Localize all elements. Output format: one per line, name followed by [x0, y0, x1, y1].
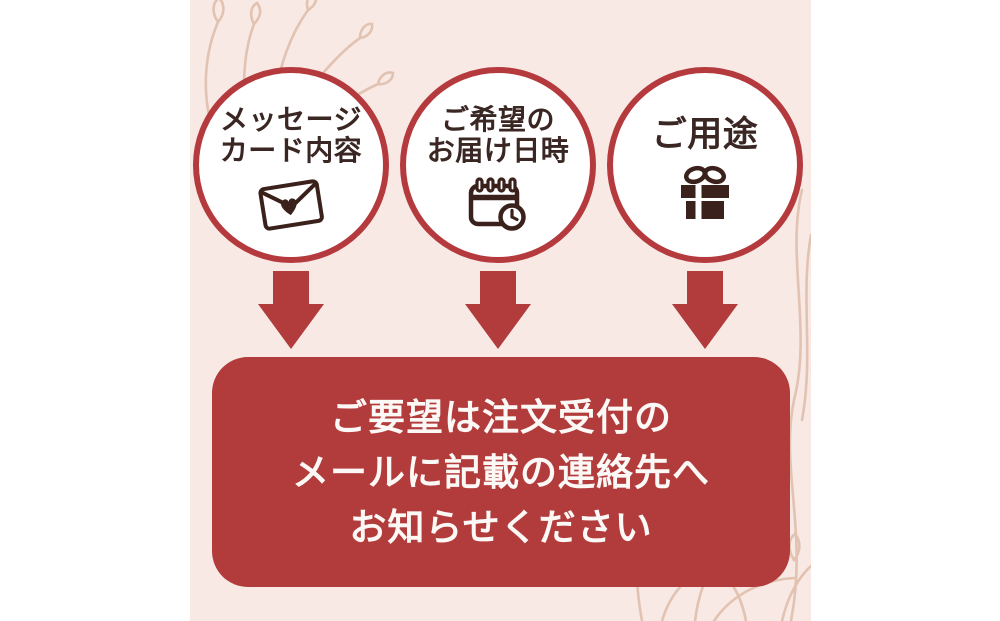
step-label: ご用途 — [652, 116, 759, 154]
notice-line: メールに記載の連絡先へ — [292, 451, 710, 493]
gift-icon — [679, 164, 731, 220]
step-label-line: ご希望の — [440, 104, 555, 135]
step-label: メッセージ カード内容 — [220, 104, 363, 166]
step-label-line: ご用途 — [651, 115, 759, 154]
down-arrow — [258, 271, 324, 349]
step-label-line: お届け日時 — [426, 135, 570, 166]
down-arrow — [465, 271, 531, 349]
step-label-line: メッセージ — [220, 104, 362, 135]
step-circle-delivery-datetime: ご希望の お届け日時 — [400, 67, 596, 263]
step-label-line: カード内容 — [219, 135, 363, 166]
step-circle-message-card: メッセージ カード内容 — [193, 67, 389, 263]
step-label: ご希望の お届け日時 — [427, 104, 570, 166]
notice-line: お知らせください — [349, 506, 653, 548]
envelope-heart-icon — [258, 176, 324, 232]
pink-panel: メッセージ カード内容 ご希望の お届け日時 — [190, 0, 811, 621]
down-arrow — [672, 271, 738, 349]
step-circle-purpose: ご用途 — [607, 67, 803, 263]
notice-box: ご要望は注文受付の メールに記載の連絡先へ お知らせください — [212, 357, 790, 587]
calendar-clock-icon — [467, 176, 529, 232]
notice-line: ご要望は注文受付の — [330, 396, 672, 438]
